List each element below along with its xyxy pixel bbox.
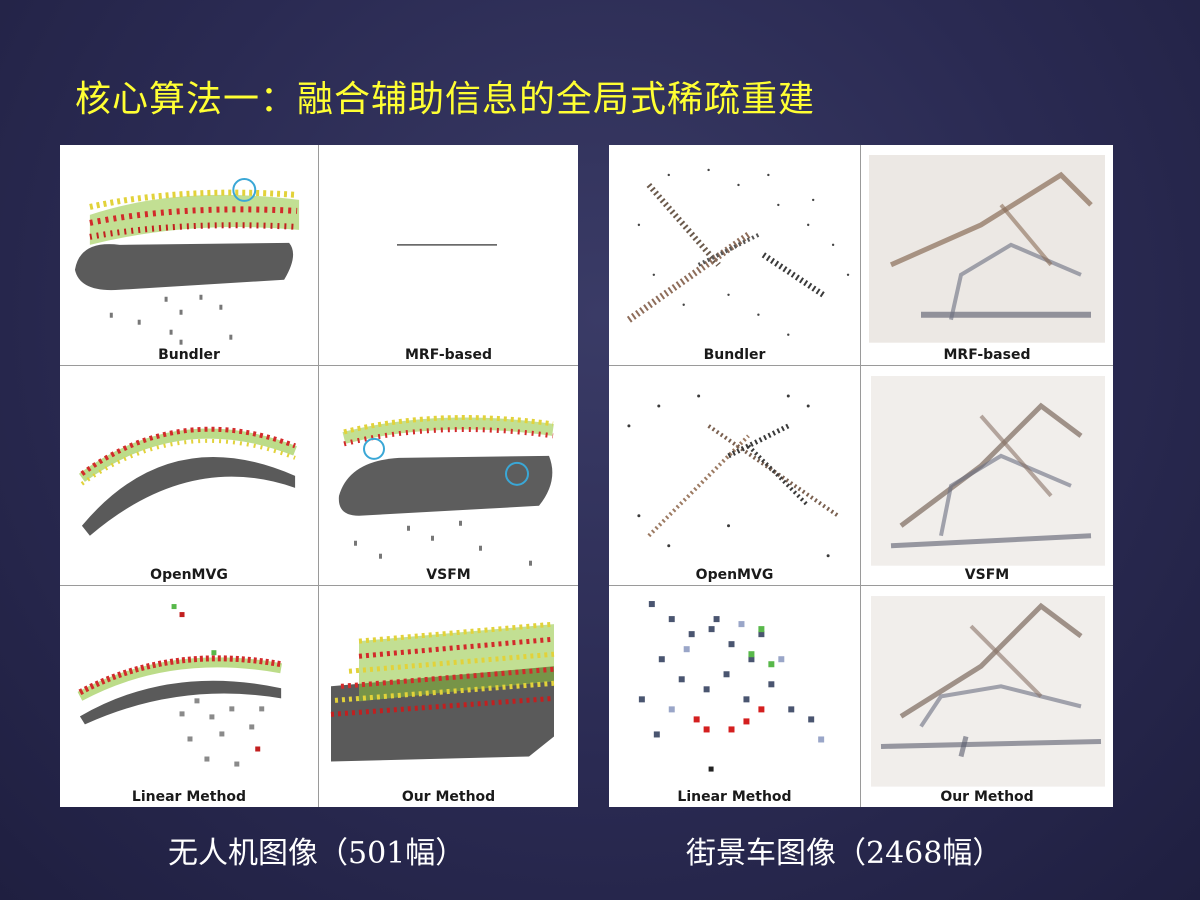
street-mrf-reconstruction	[869, 154, 1105, 343]
uav-openmvg-reconstruction	[78, 426, 297, 536]
street-cell-mrf: MRF-based	[861, 145, 1113, 366]
street-vsfm-reconstruction	[871, 375, 1105, 566]
uav-vsfm-reconstruction	[338, 414, 554, 566]
street-cell-ours: Our Method	[861, 586, 1113, 807]
uav-mrf-reconstruction	[397, 244, 497, 246]
uav-ours-reconstruction	[330, 621, 555, 762]
street-bundler-reconstruction	[626, 168, 850, 336]
slide-title: 核心算法一：融合辅助信息的全局式稀疏重建	[75, 79, 816, 120]
uav-label-vsfm: VSFM	[426, 567, 471, 584]
street-label-linear: Linear Method	[677, 789, 792, 805]
uav-linear-reconstruction	[77, 604, 283, 767]
street-caption: 街景车图像（2468幅）	[686, 836, 1003, 871]
street-results-figure: Bundler MRF-based	[609, 145, 1113, 807]
street-ours-reconstruction	[871, 596, 1105, 787]
uav-label-mrf: MRF-based	[405, 346, 492, 363]
street-cell-vsfm: VSFM	[861, 366, 1113, 587]
street-cell-bundler: Bundler	[609, 145, 861, 366]
uav-cell-ours: Our Method	[319, 586, 578, 807]
street-cell-linear: Linear Method	[609, 586, 861, 807]
uav-cell-mrf: MRF-based	[319, 145, 578, 366]
street-label-vsfm: VSFM	[964, 567, 1010, 584]
uav-label-linear: Linear Method	[131, 789, 247, 805]
uav-caption: 无人机图像（501幅）	[168, 836, 466, 871]
uav-bundler-reconstruction	[74, 177, 300, 345]
uav-results-figure: Bundler MRF-based OpenMVG	[60, 145, 578, 807]
uav-cell-openmvg: OpenMVG	[60, 365, 319, 587]
street-linear-reconstruction	[638, 601, 825, 772]
street-label-bundler: Bundler	[703, 346, 766, 363]
uav-label-openmvg: OpenMVG	[150, 567, 228, 584]
street-label-mrf: MRF-based	[943, 346, 1031, 363]
street-label-ours: Our Method	[940, 789, 1034, 805]
uav-label-ours: Our Method	[401, 789, 496, 805]
street-label-openmvg: OpenMVG	[695, 567, 774, 584]
uav-cell-linear: Linear Method	[60, 586, 319, 807]
uav-cell-vsfm: VSFM	[319, 366, 578, 587]
uav-label-bundler: Bundler	[158, 346, 220, 363]
street-cell-openmvg: OpenMVG	[609, 365, 861, 587]
uav-cell-bundler: Bundler	[60, 145, 319, 366]
street-openmvg-reconstruction	[627, 394, 840, 557]
